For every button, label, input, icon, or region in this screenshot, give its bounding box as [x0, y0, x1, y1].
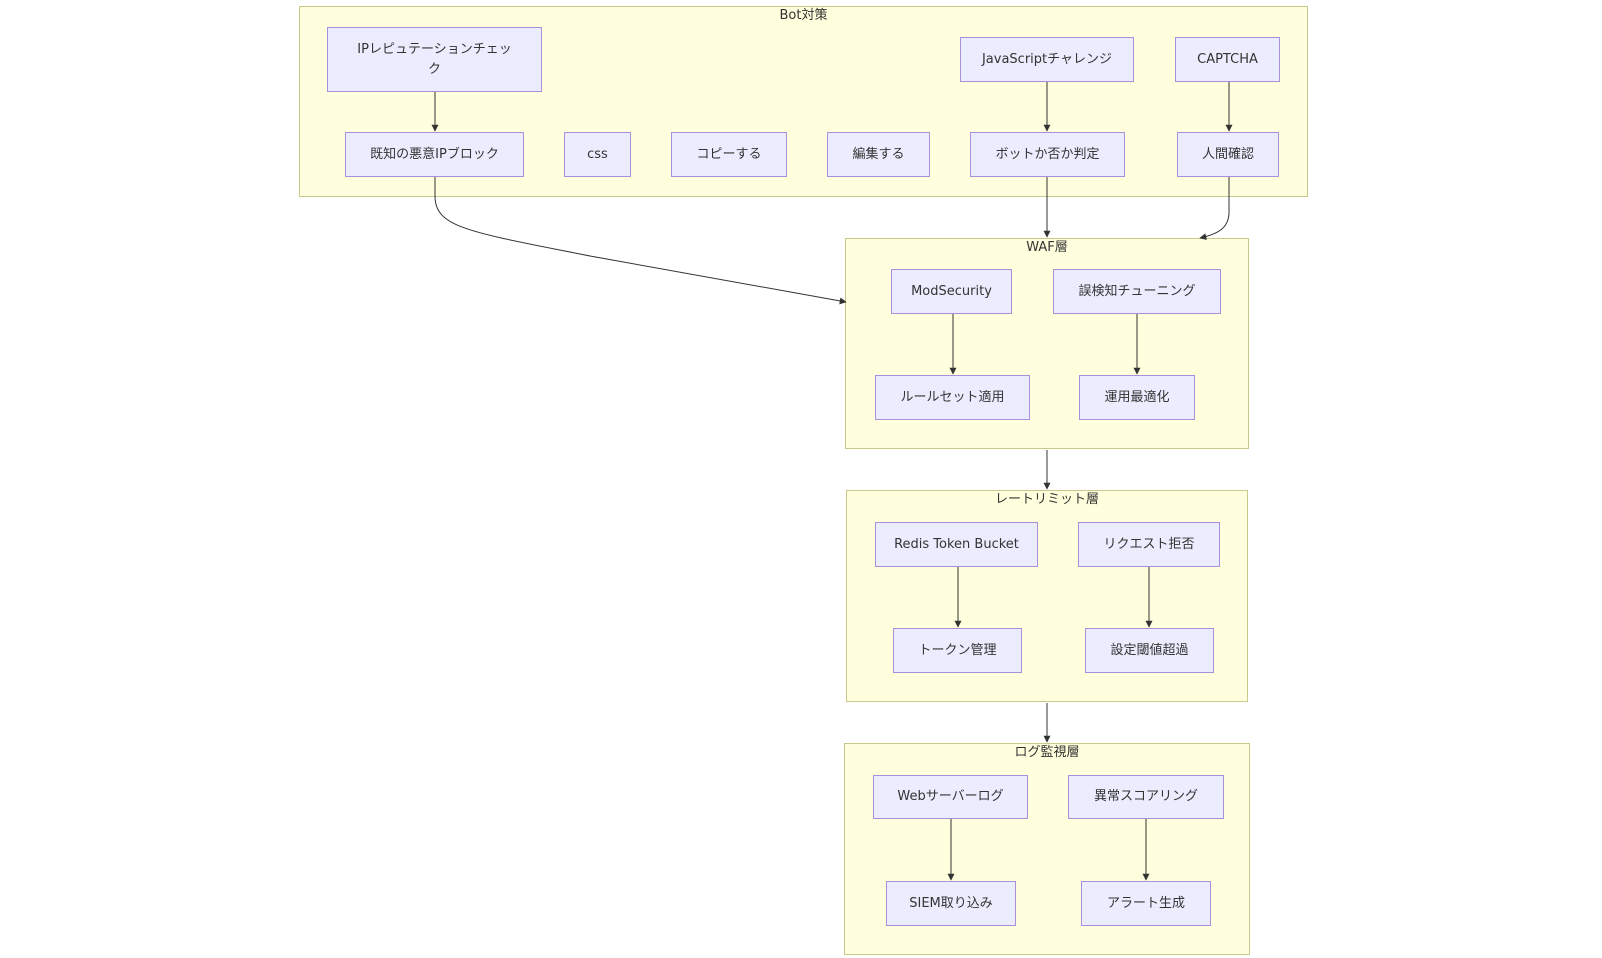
node-label: コピーする [696, 146, 762, 162]
node-label: css [587, 146, 608, 162]
node-label: トークン管理 [918, 642, 997, 658]
node-label: 運用最適化 [1104, 389, 1170, 405]
node-label: アラート生成 [1106, 895, 1185, 911]
node-label: 人間確認 [1201, 146, 1254, 162]
node-label: ルールセット適用 [900, 389, 1005, 405]
node-label: Redis Token Bucket [894, 536, 1019, 552]
node-label: 異常スコアリング [1093, 789, 1198, 804]
node-label: 既知の悪意IPブロック [370, 146, 499, 162]
node-ip-reputation-check[interactable]: IPレピュテーションチェック [327, 27, 542, 92]
node-ruleset-apply[interactable]: ルールセット適用 [875, 375, 1030, 420]
node-label: JavaScriptチャレンジ [981, 51, 1113, 67]
node-edit[interactable]: 編集する [827, 132, 930, 177]
node-request-reject[interactable]: リクエスト拒否 [1078, 522, 1220, 567]
node-known-malicious-ip-block[interactable]: 既知の悪意IPブロック [345, 132, 524, 177]
cluster-title: WAF層 [1026, 240, 1068, 255]
node-label: Webサーバーログ [897, 789, 1004, 804]
node-label: リクエスト拒否 [1103, 536, 1195, 552]
node-label: IPレピュテーションチェック [357, 41, 512, 77]
node-label: 編集する [852, 146, 905, 162]
node-bot-judgement[interactable]: ボットか否か判定 [970, 132, 1125, 177]
node-captcha[interactable]: CAPTCHA [1175, 37, 1280, 82]
node-css[interactable]: css [564, 132, 631, 177]
node-ops-optimize[interactable]: 運用最適化 [1079, 375, 1195, 420]
cluster-title: Bot対策 [779, 8, 828, 23]
node-false-positive-tuning[interactable]: 誤検知チューニング [1053, 269, 1221, 314]
node-copy[interactable]: コピーする [671, 132, 787, 177]
node-label: CAPTCHA [1197, 51, 1258, 67]
node-web-server-log[interactable]: Webサーバーログ [873, 775, 1028, 819]
node-label: 誤検知チューニング [1078, 283, 1196, 299]
node-token-manage[interactable]: トークン管理 [893, 628, 1022, 673]
node-human-check[interactable]: 人間確認 [1177, 132, 1279, 177]
node-siem-ingest[interactable]: SIEM取り込み [886, 881, 1016, 926]
node-label: ボットか否か判定 [995, 146, 1100, 162]
node-anomaly-scoring[interactable]: 異常スコアリング [1068, 775, 1224, 819]
cluster-title: レートリミット層 [994, 492, 1099, 507]
node-threshold-exceed[interactable]: 設定閾値超過 [1085, 628, 1214, 673]
node-alert-generate[interactable]: アラート生成 [1081, 881, 1211, 926]
node-label: SIEM取り込み [909, 895, 993, 911]
node-modsecurity[interactable]: ModSecurity [891, 269, 1012, 314]
cluster-title: ログ監視層 [1014, 745, 1080, 760]
node-redis-token-bucket[interactable]: Redis Token Bucket [875, 522, 1038, 567]
node-label: ModSecurity [911, 283, 992, 299]
node-javascript-challenge[interactable]: JavaScriptチャレンジ [960, 37, 1134, 82]
node-label: 設定閾値超過 [1110, 642, 1189, 658]
